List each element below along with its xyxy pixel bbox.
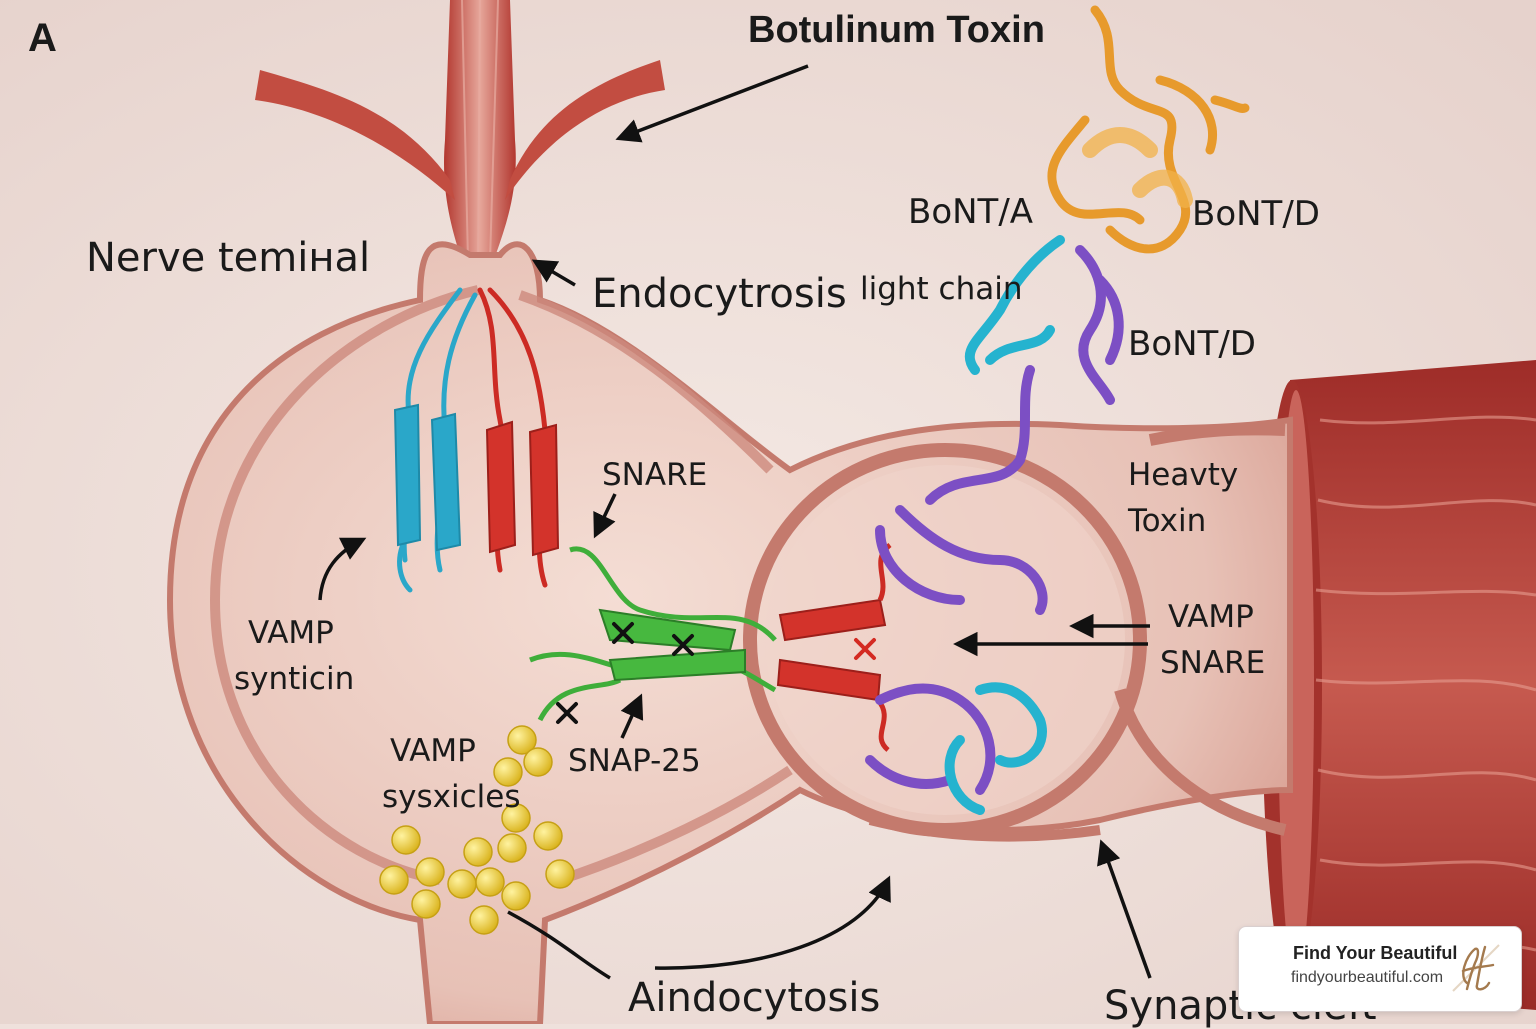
snare-label: SNARE (602, 457, 708, 493)
synaptic-vesicles (379, 725, 575, 935)
aindocytosis-label: Aindocytosis (628, 975, 881, 1021)
vamp-synticin-label-line1: VAMP (248, 615, 334, 651)
botulinum-toxin-label: Botulinum Toxin (748, 9, 1045, 51)
toxin-protein (865, 5, 1250, 815)
vamp-strands (393, 287, 560, 593)
endocytosis-label: Endocytrosis (592, 271, 847, 317)
cleavage-marks (556, 622, 876, 724)
vamp-sysicles-label-line1: VAMP (390, 733, 476, 769)
brand-logo-icon (1452, 944, 1500, 992)
watermark-title: Find Your Beautiful (1293, 943, 1458, 963)
snap25-strands (529, 546, 777, 722)
light-chain-label: light chain (860, 271, 1023, 307)
bont-d-mid-label: BoNT/D (1128, 324, 1256, 364)
snap25-label: SNAP-25 (568, 743, 701, 779)
panel-letter: A (28, 16, 57, 60)
muscle-fiber (1262, 360, 1536, 1010)
watermark-badge[interactable]: Find Your Beautiful findyourbeautiful.co… (1238, 926, 1522, 1012)
annotation-arrows (318, 64, 1152, 980)
nerve-terminal-label: Nerve temінal (86, 235, 371, 281)
nerve-axon (255, 0, 665, 285)
heavy-label-line1: Heavty (1128, 457, 1239, 493)
watermark-url: findyourbeautiful.com (1291, 969, 1444, 986)
vamp-snare-label-line1: VAMP (1168, 599, 1254, 635)
vamp-synticin-label-line2: synticin (234, 661, 355, 697)
vamp-sysicles-label-line2: sysxicles (382, 779, 521, 815)
bont-a-label: BoNT/A (908, 192, 1034, 232)
heavy-label-line2: Toxin (1128, 503, 1207, 539)
bont-d-top-label: BoNT/D (1192, 194, 1320, 234)
vamp-snare-label-line2: SNARE (1160, 645, 1266, 681)
